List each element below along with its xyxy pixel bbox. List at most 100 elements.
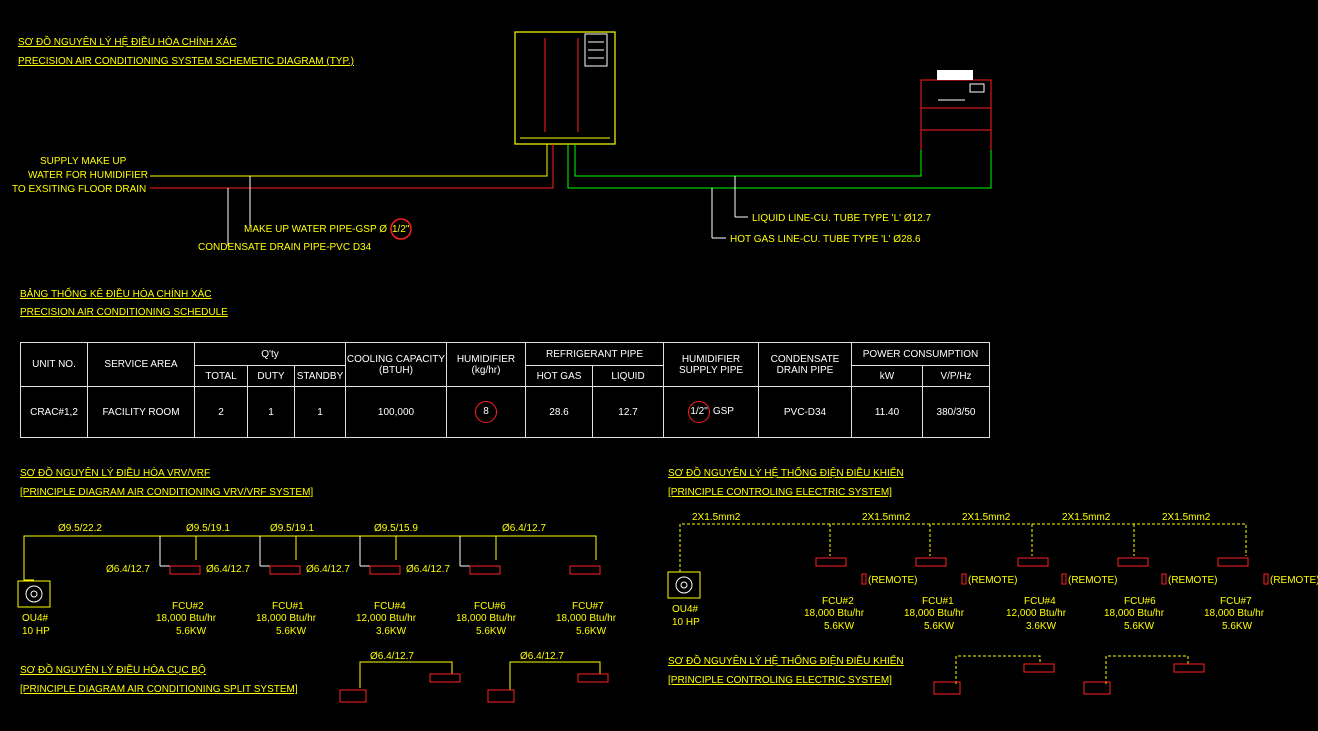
el-fcu-name-3: FCU#4 bbox=[1024, 596, 1056, 607]
td-cooling: 100,000 bbox=[345, 386, 447, 438]
title-en: PRECISION AIR CONDITIONING SYSTEM SCHEME… bbox=[18, 56, 354, 67]
vrv-ou-hp: 10 HP bbox=[22, 626, 50, 637]
split-units bbox=[339, 673, 609, 703]
hum-pipe-size: 1/2" bbox=[688, 401, 711, 423]
el-fcu-kw-4: 5.6KW bbox=[1124, 621, 1155, 632]
th-refrigerant: REFRIGERANT PIPE bbox=[525, 342, 664, 366]
electric-ou-name: OU4# bbox=[672, 604, 699, 615]
vrv-outdoor-unit bbox=[17, 580, 51, 608]
cable-3: 2X1.5mm2 bbox=[962, 512, 1011, 523]
vrv-pipe-3: Ø9.5/19.1 bbox=[270, 523, 314, 534]
vrv-pipe-2: Ø9.5/19.1 bbox=[186, 523, 230, 534]
el-fcu-btu-1: 18,000 Btu/hr bbox=[804, 608, 865, 619]
electric-ou-hp: 10 HP bbox=[672, 617, 700, 628]
supply-line-1: SUPPLY MAKE UP bbox=[40, 156, 127, 167]
fcu-btu-4: 18,000 Btu/hr bbox=[456, 613, 517, 624]
el-fcu-name-2: FCU#1 bbox=[922, 596, 954, 607]
vrv-title-en: [PRINCIPLE DIAGRAM AIR CONDITIONING VRV/… bbox=[20, 487, 313, 498]
th-kw: kW bbox=[851, 365, 923, 387]
td-duty: 1 bbox=[247, 386, 295, 438]
schedule-title-en: PRECISION AIR CONDITIONING SCHEDULE bbox=[20, 307, 228, 318]
fcu-kw-3: 3.6KW bbox=[376, 626, 407, 637]
hum-pipe-mat: GSP bbox=[712, 406, 734, 417]
fcu-name-1: FCU#2 bbox=[172, 601, 204, 612]
th-standby: STANDBY bbox=[294, 365, 346, 387]
remote-3: (REMOTE) bbox=[1068, 575, 1117, 586]
th-unit-no: UNIT NO. bbox=[20, 342, 88, 387]
schedule-table: UNIT NO. SERVICE AREA Q'ty COOLING CAPAC… bbox=[20, 342, 990, 438]
vrv-pipe-1: Ø9.5/22.2 bbox=[58, 523, 102, 534]
vrv-branch-4: Ø6.4/12.7 bbox=[406, 564, 450, 575]
electric-wiring bbox=[679, 523, 1247, 572]
title-vn: SƠ ĐỒ NGUYÊN LÝ HỆ ĐIỀU HÒA CHÍNH XÁC bbox=[18, 35, 237, 48]
td-standby: 1 bbox=[294, 386, 346, 438]
crac-pipes bbox=[150, 144, 992, 246]
fcu-kw-4: 5.6KW bbox=[476, 626, 507, 637]
fcu-icons bbox=[169, 565, 601, 575]
remote-4: (REMOTE) bbox=[1168, 575, 1217, 586]
electric2-title-vn: SƠ ĐỒ NGUYÊN LÝ HỆ THỐNG ĐIỆN ĐIỀU KHIỂN bbox=[668, 653, 904, 667]
fcu-btu-2: 18,000 Btu/hr bbox=[256, 613, 317, 624]
split-piping bbox=[359, 661, 601, 690]
th-humidifier: HUMIDIFIER (kg/hr) bbox=[446, 342, 526, 387]
td-liquid: 12.7 bbox=[592, 386, 664, 438]
vrv-title-vn: SƠ ĐỒ NGUYÊN LÝ ĐIỀU HÒA VRV/VRF bbox=[20, 466, 210, 479]
th-vph: V/P/Hz bbox=[922, 365, 990, 387]
vrv-ou-name: OU4# bbox=[22, 613, 49, 624]
fcu-kw-2: 5.6KW bbox=[276, 626, 307, 637]
cable-5: 2X1.5mm2 bbox=[1162, 512, 1211, 523]
el-fcu-btu-3: 12,000 Btu/hr bbox=[1006, 608, 1067, 619]
vrv-branch-2: Ø6.4/12.7 bbox=[206, 564, 250, 575]
cable-2: 2X1.5mm2 bbox=[862, 512, 911, 523]
vrv-branch-3: Ø6.4/12.7 bbox=[306, 564, 350, 575]
fcu-kw-1: 5.6KW bbox=[176, 626, 207, 637]
th-duty: DUTY bbox=[247, 365, 295, 387]
remote-2: (REMOTE) bbox=[968, 575, 1017, 586]
el-fcu-kw-5: 5.6KW bbox=[1222, 621, 1253, 632]
electric2-wiring bbox=[955, 655, 1189, 684]
el-fcu-kw-1: 5.6KW bbox=[824, 621, 855, 632]
vrv-branch-1: Ø6.4/12.7 bbox=[106, 564, 150, 575]
th-cond-pipe: CONDENSATE DRAIN PIPE bbox=[758, 342, 852, 387]
remote-1: (REMOTE) bbox=[868, 575, 917, 586]
td-hot-gas: 28.6 bbox=[525, 386, 593, 438]
th-liquid: LIQUID bbox=[592, 365, 664, 387]
td-total: 2 bbox=[194, 386, 248, 438]
td-kw: 11.40 bbox=[851, 386, 923, 438]
remote-5: (REMOTE) bbox=[1270, 575, 1318, 586]
makeup-pipe-label: MAKE UP WATER PIPE-GSP Ø bbox=[244, 224, 387, 235]
liquid-line-label: LIQUID LINE-CU. TUBE TYPE 'L' Ø12.7 bbox=[752, 213, 932, 224]
electric2-title-en: [PRINCIPLE CONTROLING ELECTRIC SYSTEM] bbox=[668, 675, 892, 686]
split-title-vn: SƠ ĐỒ NGUYÊN LÝ ĐIỀU HÒA CỤC BỘ bbox=[20, 663, 206, 676]
vrv-pipe-4: Ø9.5/15.9 bbox=[374, 523, 418, 534]
fcu-name-3: FCU#4 bbox=[374, 601, 406, 612]
th-hot-gas: HOT GAS bbox=[525, 365, 593, 387]
makeup-size-circle bbox=[390, 218, 412, 240]
td-cond-pipe: PVC-D34 bbox=[758, 386, 852, 438]
th-cooling: COOLING CAPACITY (BTUH) bbox=[345, 342, 447, 387]
cable-4: 2X1.5mm2 bbox=[1062, 512, 1111, 523]
el-fcu-kw-2: 5.6KW bbox=[924, 621, 955, 632]
supply-line-2: WATER FOR HUMIDIFIER bbox=[28, 170, 148, 181]
split-pipe-2: Ø6.4/12.7 bbox=[520, 651, 564, 662]
th-service-area: SERVICE AREA bbox=[87, 342, 195, 387]
vrv-pipe-5: Ø6.4/12.7 bbox=[502, 523, 546, 534]
electric-outdoor-unit bbox=[667, 571, 701, 599]
th-power: POWER CONSUMPTION bbox=[851, 342, 990, 366]
supply-line-3: TO EXSITING FLOOR DRAIN bbox=[12, 184, 146, 195]
electric2-units bbox=[933, 663, 1205, 695]
hotgas-line-label: HOT GAS LINE-CU. TUBE TYPE 'L' Ø28.6 bbox=[730, 234, 921, 245]
fcu-btu-5: 18,000 Btu/hr bbox=[556, 613, 617, 624]
fcu-name-2: FCU#1 bbox=[272, 601, 304, 612]
el-fcu-btu-4: 18,000 Btu/hr bbox=[1104, 608, 1165, 619]
el-fcu-name-4: FCU#6 bbox=[1124, 596, 1156, 607]
th-hum-pipe: HUMIDIFIER SUPPLY PIPE bbox=[663, 342, 759, 387]
schedule-title-vn: BẢNG THỐNG KÊ ĐIỀU HÒA CHÍNH XÁC bbox=[20, 286, 212, 300]
fcu-name-4: FCU#6 bbox=[474, 601, 506, 612]
td-humidifier: 8 bbox=[446, 386, 526, 438]
td-unit-no: CRAC#1,2 bbox=[20, 386, 88, 438]
el-fcu-name-5: FCU#7 bbox=[1220, 596, 1252, 607]
fcu-btu-3: 12,000 Btu/hr bbox=[356, 613, 417, 624]
th-total: TOTAL bbox=[194, 365, 248, 387]
